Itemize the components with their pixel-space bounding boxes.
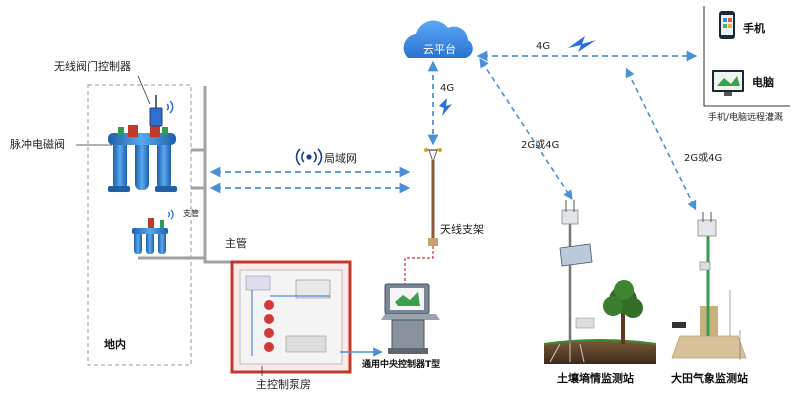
lightning-signal-icon (568, 36, 596, 52)
wireless-signal-icon (295, 148, 323, 166)
label-phone: 手机 (743, 21, 765, 35)
wireless-controller-box (149, 107, 163, 127)
field-area-boundary (87, 84, 192, 366)
monitor-icon (712, 70, 744, 96)
label-main-pipe: 主管 (225, 236, 247, 250)
label-field-area: 地内 (104, 337, 126, 351)
soil-monitoring-station (543, 200, 657, 364)
smartphone-icon (719, 11, 735, 39)
label-branch-pipe: 支管 (183, 208, 199, 218)
label-computer: 电脑 (752, 75, 774, 89)
antenna-mast (424, 148, 442, 246)
solenoid-valve-group (108, 95, 177, 192)
cloud-icon (403, 20, 473, 59)
label-antenna-mast: 天线支架 (440, 222, 484, 236)
label-soil-station: 土壤墒情监测站 (557, 371, 634, 385)
label-central-controller: 通用中央控制器T型 (362, 358, 440, 370)
branch-valve-group (132, 218, 168, 254)
label-remote-irrigation: 手机/电脑远程灌溉 (708, 111, 783, 123)
antenna-cable (404, 246, 434, 285)
label-weather-station: 大田气象监测站 (671, 371, 748, 385)
main-control-cabinet (230, 260, 352, 374)
label-pulse-solenoid-valve: 脉冲电磁阀 (10, 137, 65, 151)
remote-terminals-bracket (703, 6, 790, 107)
wireless-signal-icon (166, 100, 174, 114)
label-4g-top: 4G (536, 41, 550, 52)
label-lan: 局域网 (324, 152, 357, 165)
label-wireless-valve-controller: 无线阀门控制器 (54, 59, 131, 73)
cloud-to-soil-station-link (479, 57, 573, 201)
label-2g4g-soil: 2G或4G (521, 139, 559, 151)
lightning-signal-icon (439, 98, 452, 116)
tree-icon (603, 280, 643, 344)
central-controller-terminal (381, 283, 440, 354)
label-4g-mid: 4G (440, 83, 454, 94)
label-cloud-platform: 云平台 (423, 42, 456, 56)
weather-monitoring-station (671, 212, 747, 360)
label-2g4g-weather: 2G或4G (684, 152, 722, 164)
label-main-pump-room: 主控制泵房 (256, 377, 311, 391)
cloud-to-weather-station-link (625, 67, 697, 211)
wireless-signal-icon (167, 209, 174, 220)
